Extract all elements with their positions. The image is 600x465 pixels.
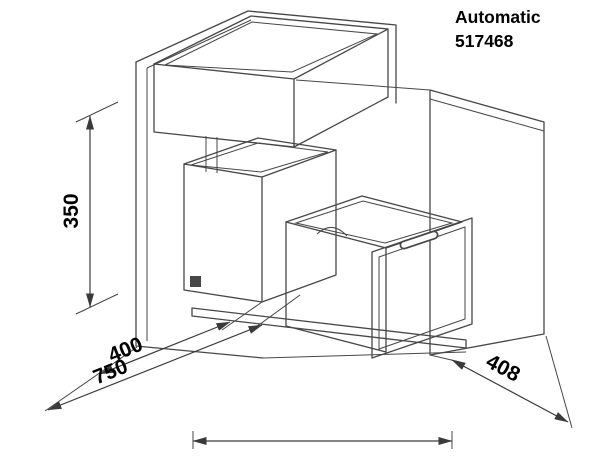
carcass-panel-thickness [146, 19, 252, 341]
waste-bin-right [285, 195, 463, 353]
sink-bowl-sides [153, 28, 389, 148]
pull-out-extension-indicator [192, 431, 453, 449]
dimension-width: 408 [429, 335, 573, 429]
dimension-height: 350 [60, 101, 119, 315]
dim-height-label: 350 [60, 193, 83, 228]
front-panel-outer [371, 217, 473, 359]
door-outline [429, 89, 545, 356]
bin-right-rim-inner [294, 200, 454, 244]
sink-rim-outer [153, 15, 389, 80]
dimension-total-depth: 750 [47, 294, 301, 411]
bin-right-body [285, 221, 387, 353]
extension-end-ticks [192, 431, 453, 449]
cabinet-door [429, 89, 545, 356]
dim-depth-witness-lines [44, 301, 263, 412]
pull-out-rails [191, 307, 467, 349]
dim-height-witness-lines [75, 101, 119, 315]
waste-bin-left [183, 137, 337, 303]
dim-width-witness-lines [429, 335, 573, 429]
dim-width-line [451, 359, 569, 423]
product-name: Automatic [455, 7, 541, 27]
carcass-outline [135, 10, 397, 359]
bin-left-rim-inner [190, 142, 329, 173]
carcass-front-top-edge [295, 79, 431, 91]
front-panel-handle-slot-inner [401, 232, 437, 248]
bin-left-body [183, 149, 337, 303]
dim-total-depth-witness-line [251, 294, 301, 331]
rail-lines [191, 307, 467, 349]
dim-width-label: 408 [482, 350, 524, 387]
dimension-depth: 400 [44, 301, 263, 412]
dim-total-depth-line [47, 324, 263, 411]
sink-rim-inner [163, 21, 379, 73]
pull-out-front-panel [371, 217, 473, 359]
sink-basin [153, 15, 389, 173]
product-header: Automatic 517468 [455, 7, 541, 51]
bin-right-handle-wire [316, 227, 348, 237]
product-number: 517468 [455, 31, 514, 51]
bin-left-foot [190, 276, 201, 287]
carcass-floor-edge [262, 351, 467, 359]
door-edge-line [429, 98, 545, 132]
cabinet-carcass [135, 10, 467, 359]
